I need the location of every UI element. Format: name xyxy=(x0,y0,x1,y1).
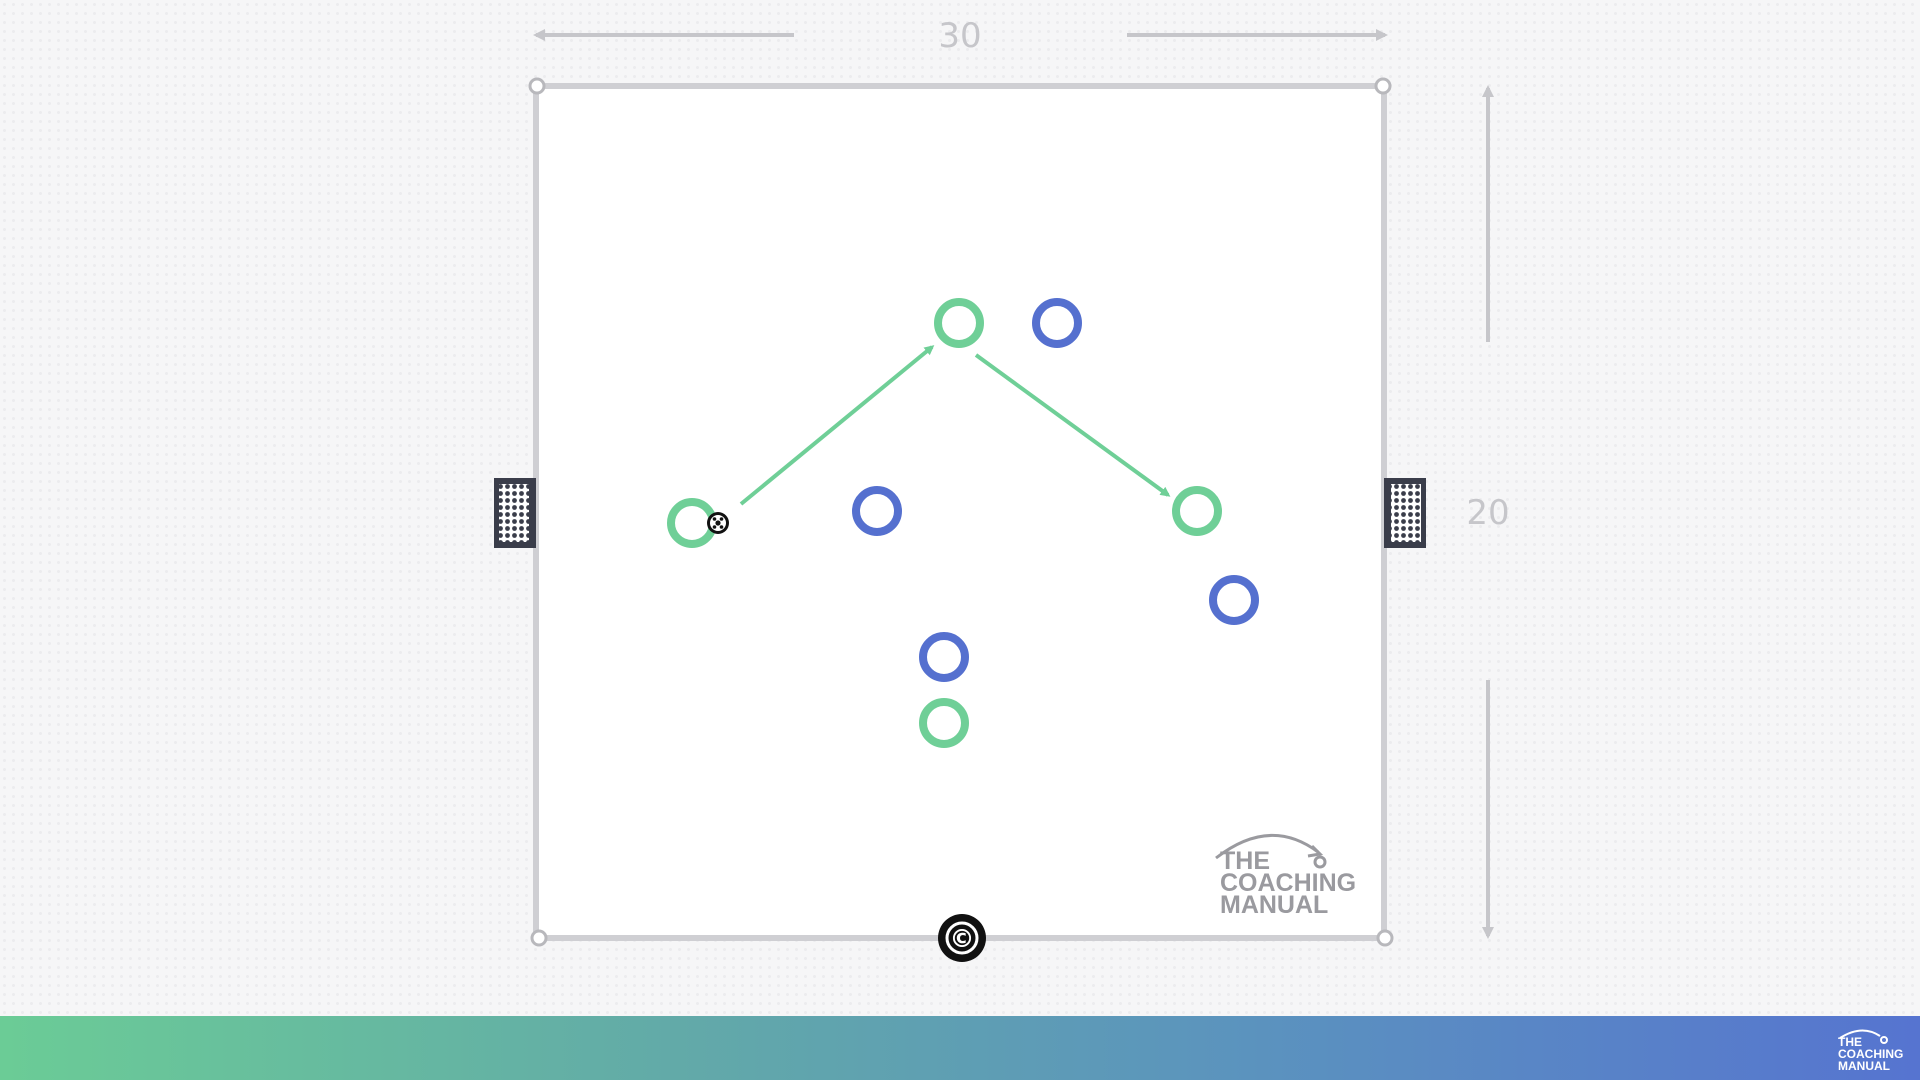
ball-icon xyxy=(707,512,729,534)
corner-marker xyxy=(1374,77,1392,95)
footer-bar: THE COACHING MANUAL xyxy=(0,1016,1920,1080)
blue-player xyxy=(919,632,969,682)
corner-marker xyxy=(530,929,548,947)
pitch-area xyxy=(533,83,1387,941)
right-goal xyxy=(1384,478,1426,548)
blue-player xyxy=(852,486,902,536)
green-player xyxy=(919,698,969,748)
pitch xyxy=(528,77,1394,947)
coaching-manual-logo: THE COACHING MANUAL xyxy=(1215,833,1356,919)
copyright-icon: © xyxy=(938,914,986,962)
height-label: 20 xyxy=(1466,493,1509,533)
green-player xyxy=(1172,486,1222,536)
footer-logo-line-3: MANUAL xyxy=(1838,1059,1890,1073)
left-goal xyxy=(494,478,536,548)
footer-logo-line-1: THE xyxy=(1838,1035,1862,1049)
footer-logo-swoosh-icon xyxy=(1839,1029,1881,1039)
footer-logo: THE COACHING MANUAL xyxy=(1838,1029,1903,1073)
pass-arrow-2 xyxy=(974,353,1171,497)
logo-line-3: MANUAL xyxy=(1220,891,1328,919)
width-dimension: 30 xyxy=(533,16,1388,56)
drill-diagram: 30 20 xyxy=(494,16,1510,962)
blue-player xyxy=(1032,298,1082,348)
corner-marker xyxy=(528,77,546,95)
green-player xyxy=(934,298,984,348)
height-dimension: 20 xyxy=(1466,85,1510,939)
footer-logo-line-2: COACHING xyxy=(1838,1047,1903,1061)
width-label: 30 xyxy=(938,16,981,56)
pass-arrow-1 xyxy=(739,345,935,506)
corner-marker xyxy=(1376,929,1394,947)
logo-line-2: COACHING xyxy=(1220,869,1356,897)
logo-swoosh-icon xyxy=(1215,833,1319,860)
blue-player xyxy=(1209,575,1259,625)
copyright-symbol: © xyxy=(950,924,975,953)
logo-line-1: THE xyxy=(1220,847,1270,875)
